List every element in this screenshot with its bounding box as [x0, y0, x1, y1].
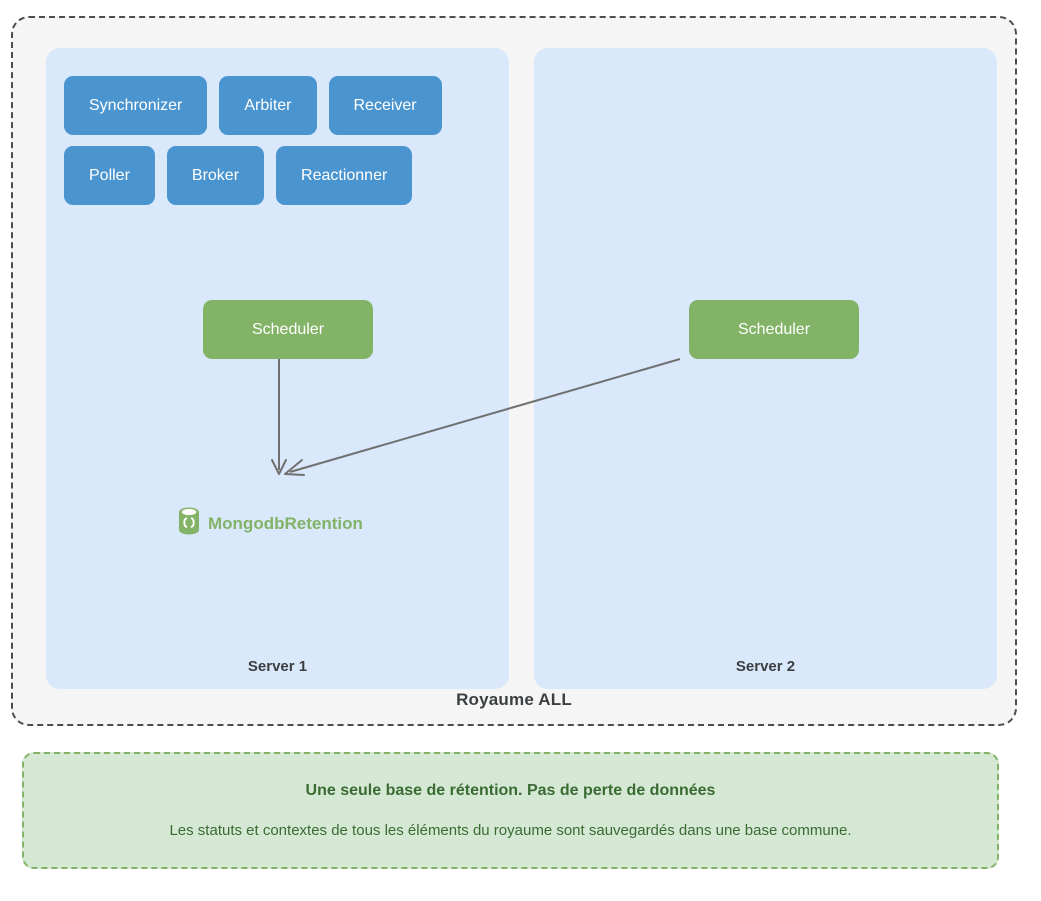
note-body: Les statuts et contextes de tous les élé… [169, 822, 852, 839]
realm-label: Royaume ALL [456, 690, 572, 709]
daemon-box-broker[interactable]: Broker [166, 146, 265, 205]
daemon-box-synchronizer[interactable]: Synchronizer [64, 76, 208, 135]
daemon-box-poller[interactable]: Poller [64, 146, 155, 205]
daemon-row: Poller Broker Reactionner [64, 146, 504, 205]
daemon-box-group-server-1: Synchronizer Arbiter Receiver Poller Bro… [64, 76, 504, 216]
server-label-server-2: Server 2 [735, 658, 796, 675]
database-icon [176, 506, 202, 541]
note-title: Une seule base de rétention. Pas de pert… [305, 782, 716, 799]
mongodb-retention-label: MongodbRetention [208, 513, 363, 533]
mongodb-retention-node[interactable]: MongodbRetention [176, 506, 363, 541]
daemon-row: Synchronizer Arbiter Receiver [64, 76, 504, 135]
scheduler-box-server-2[interactable]: Scheduler [689, 300, 859, 359]
note-callout: Une seule base de rétention. Pas de pert… [22, 752, 999, 869]
realm-container: Synchronizer Arbiter Receiver Poller Bro… [11, 16, 1017, 726]
server-panel-server-1: Synchronizer Arbiter Receiver Poller Bro… [46, 48, 509, 689]
server-label-server-1: Server 1 [247, 658, 308, 675]
daemon-box-reactionner[interactable]: Reactionner [276, 146, 413, 205]
daemon-box-arbiter[interactable]: Arbiter [219, 76, 317, 135]
scheduler-box-server-1[interactable]: Scheduler [203, 300, 373, 359]
server-panel-server-2: Scheduler Server 2 [534, 48, 997, 689]
daemon-box-receiver[interactable]: Receiver [328, 76, 442, 135]
